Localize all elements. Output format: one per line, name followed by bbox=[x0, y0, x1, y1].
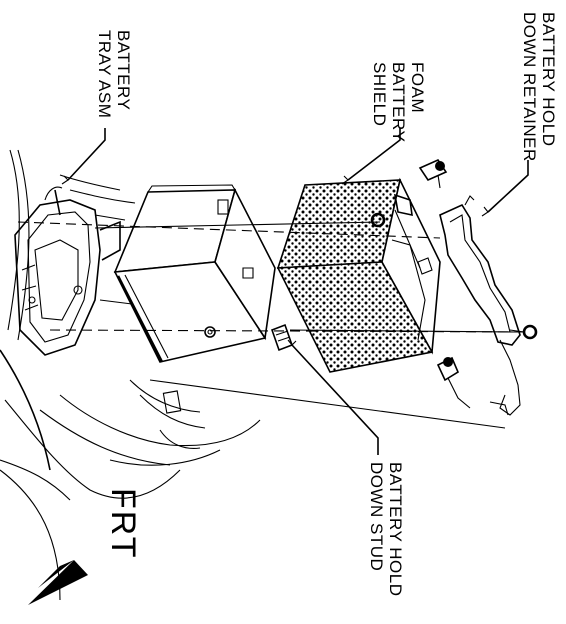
label-line: TRAY ASM bbox=[95, 30, 114, 118]
front-label: FRT bbox=[104, 488, 142, 559]
retainer-bolt-top bbox=[418, 158, 448, 189]
label-line: DOWN RETAINER bbox=[520, 12, 539, 162]
retainer-bolt-bottom bbox=[436, 356, 471, 409]
label-battery-tray-asm: BATTERY TRAY ASM bbox=[95, 30, 133, 118]
hold-down-retainer bbox=[439, 195, 538, 416]
label-line: BATTERY bbox=[114, 30, 133, 110]
label-line: SHIELD bbox=[370, 62, 389, 126]
hold-down-stud bbox=[270, 323, 294, 352]
label-line: FOAM bbox=[408, 62, 427, 113]
label-foam-battery-shield: FOAM BATTERY SHIELD bbox=[370, 62, 427, 142]
label-line: BATTERY HOLD bbox=[386, 462, 405, 596]
label-line: BATTERY bbox=[389, 62, 408, 142]
label-battery-hold-down-retainer: BATTERY HOLD DOWN RETAINER bbox=[520, 12, 558, 162]
front-indicator: FRT bbox=[28, 488, 142, 605]
label-battery-hold-down-stud: BATTERY HOLD DOWN STUD bbox=[367, 462, 405, 596]
battery bbox=[113, 184, 276, 363]
battery-tray-assembly bbox=[14, 186, 141, 356]
label-line: DOWN STUD bbox=[367, 462, 386, 571]
label-line: BATTERY HOLD bbox=[539, 12, 558, 146]
alignment-lines bbox=[17, 221, 531, 429]
leader-lines bbox=[61, 128, 529, 455]
vehicle-body-outline bbox=[0, 149, 261, 601]
foam-battery-shield bbox=[276, 177, 441, 373]
front-arrow-icon bbox=[28, 560, 88, 605]
